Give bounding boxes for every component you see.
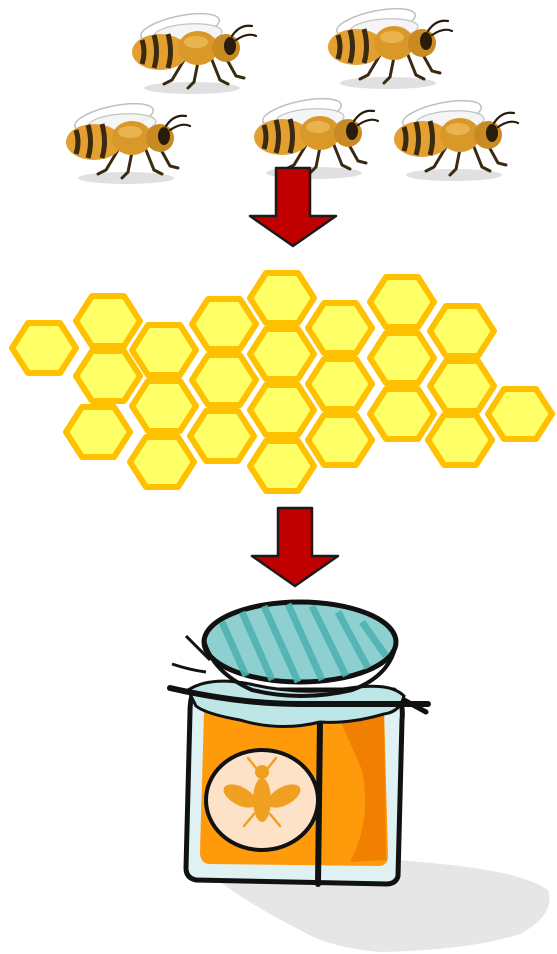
honeycomb-group — [12, 273, 552, 491]
hexagon-cell-icon — [76, 296, 140, 346]
hexagon-cell-icon — [132, 381, 196, 431]
bees-group — [66, 3, 518, 184]
bee-icon — [328, 3, 452, 89]
hexagon-cell-icon — [488, 389, 552, 439]
honey-jar-icon — [170, 602, 549, 952]
hexagon-cell-icon — [250, 329, 314, 379]
bee-icon — [394, 95, 518, 181]
hexagon-cell-icon — [250, 441, 314, 491]
bee-icon — [66, 98, 190, 184]
hexagon-cell-icon — [190, 411, 254, 461]
hexagon-cell-icon — [12, 323, 76, 373]
hexagon-cell-icon — [308, 303, 372, 353]
hexagon-cell-icon — [250, 273, 314, 323]
bee-icon — [132, 8, 256, 94]
hexagon-cell-icon — [308, 415, 372, 465]
hexagon-cell-icon — [308, 359, 372, 409]
hexagon-cell-icon — [250, 385, 314, 435]
hexagon-cell-icon — [76, 351, 140, 401]
hexagon-cell-icon — [370, 277, 434, 327]
hexagon-cell-icon — [430, 306, 494, 356]
hexagon-cell-icon — [130, 437, 194, 487]
hexagon-cell-icon — [192, 299, 256, 349]
hexagon-cell-icon — [370, 333, 434, 383]
down-arrow-icon — [250, 168, 336, 246]
hexagon-cell-icon — [66, 407, 130, 457]
hexagon-cell-icon — [430, 361, 494, 411]
hexagon-cell-icon — [192, 355, 256, 405]
hexagon-cell-icon — [370, 389, 434, 439]
hexagon-cell-icon — [132, 325, 196, 375]
down-arrow-icon — [252, 508, 338, 586]
hexagon-cell-icon — [428, 415, 492, 465]
bee-icon — [254, 93, 378, 179]
